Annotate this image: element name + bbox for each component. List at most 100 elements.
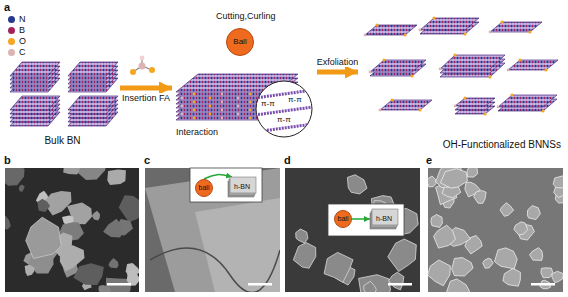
bnns-flakes — [410, 74, 413, 77]
inset-box — [190, 168, 404, 236]
bnns-flakes — [382, 58, 385, 61]
hbn-stack: h-BN — [228, 177, 256, 197]
sem-image — [428, 168, 563, 292]
sem-image — [60, 245, 85, 271]
sem-image — [38, 199, 51, 212]
sem-image — [293, 243, 316, 269]
intercalated-stack — [221, 109, 224, 112]
sem-image — [324, 252, 353, 282]
fa-molecule — [149, 67, 155, 73]
sem-image — [285, 168, 420, 292]
fa-molecule — [130, 69, 136, 75]
intercalated-stack — [249, 117, 252, 120]
process-arrow — [317, 70, 358, 75]
bnns-flakes — [507, 69, 510, 72]
sem-image — [483, 258, 494, 268]
bnns-flakes — [483, 112, 486, 115]
bnns-flakes — [498, 95, 557, 107]
intercalated-stack — [209, 105, 212, 108]
node-text: OH-Functionalized BNNSs — [443, 139, 561, 151]
fa-molecule — [139, 63, 146, 70]
bnns-flakes — [375, 23, 378, 26]
sem-image — [296, 229, 308, 243]
panel-letter: b — [4, 154, 11, 167]
scale-bar — [107, 283, 131, 286]
ball-outline — [335, 211, 352, 228]
sem-image — [359, 275, 391, 292]
node-text: ball — [199, 184, 210, 192]
legend-text: N — [19, 14, 26, 24]
intercalated-stack — [237, 105, 240, 108]
bnns-flakes — [379, 109, 382, 112]
ball-outline — [227, 29, 254, 56]
bnns-flakes — [403, 33, 406, 36]
legend-text: C — [19, 47, 26, 57]
inset-box — [190, 168, 262, 202]
ball-circle: ball — [195, 179, 213, 197]
sem-image — [107, 170, 126, 185]
sem-image — [527, 206, 540, 220]
sem-image — [446, 279, 470, 292]
legend-swatch — [8, 38, 15, 45]
product-group: OH-Functionalized BNNSs — [358, 15, 563, 150]
bnns-flakes — [463, 32, 466, 35]
scale-bar — [531, 283, 555, 286]
sem-image — [145, 168, 280, 292]
sem-image — [25, 265, 35, 276]
intercalated-stack — [181, 113, 184, 116]
sem-image — [285, 168, 420, 292]
sem-image — [5, 168, 139, 292]
bnns-flakes — [439, 68, 442, 71]
sem-image — [388, 239, 417, 272]
sem-image — [5, 216, 11, 230]
bulk-bn-stacks — [68, 96, 118, 110]
sem-image — [145, 168, 280, 292]
sem-image — [452, 258, 473, 276]
ball-outline — [196, 180, 213, 197]
intercalated-stack — [193, 117, 196, 120]
sem-image — [467, 168, 478, 177]
scale-bar — [531, 283, 555, 286]
intercalated-stack — [249, 101, 252, 104]
zoom-circle: π-ππ-ππ-π — [255, 80, 313, 138]
sem-image — [514, 222, 528, 235]
hbn-outline — [372, 209, 398, 225]
sem-image — [474, 190, 486, 203]
intercalated-stack — [237, 97, 240, 100]
sem-image — [5, 168, 25, 186]
sem-image — [195, 198, 280, 292]
node-text: h-BN — [234, 183, 250, 191]
bnns-flakes — [508, 60, 558, 70]
sem-image — [26, 217, 61, 258]
ball-circle: ball — [334, 210, 352, 228]
panel-letter: e — [426, 154, 432, 167]
intercalated-stack — [249, 93, 252, 96]
process-arrow — [204, 175, 232, 179]
node-text: ball — [338, 215, 349, 223]
scale-bar — [388, 283, 412, 286]
bnns-flakes — [541, 109, 544, 112]
bnns-flakes — [490, 22, 542, 32]
sem-image — [98, 285, 111, 292]
sem-image — [73, 263, 104, 285]
intercalated-stack — [209, 97, 212, 100]
bulk-bn-stacks — [10, 62, 118, 126]
scale-bar — [388, 283, 412, 286]
bnns-flakes — [454, 105, 457, 108]
sem-image — [431, 215, 442, 228]
bnns-flakes — [380, 100, 432, 110]
sem-image — [428, 176, 436, 187]
scale-bar — [248, 283, 272, 286]
legend-text: B — [19, 25, 25, 35]
bnns-flakes — [500, 20, 503, 23]
bnns-flakes — [418, 108, 421, 111]
zoom-outline — [255, 90, 313, 132]
intercalated-stack — [221, 117, 224, 120]
node-text: π-π — [261, 99, 275, 108]
bnns-flakes — [544, 68, 547, 71]
zoom-outline — [255, 90, 313, 98]
sem-image — [5, 168, 139, 292]
sem-image — [347, 175, 367, 194]
sem-image — [434, 225, 456, 248]
node-text: h-BN — [376, 215, 392, 223]
